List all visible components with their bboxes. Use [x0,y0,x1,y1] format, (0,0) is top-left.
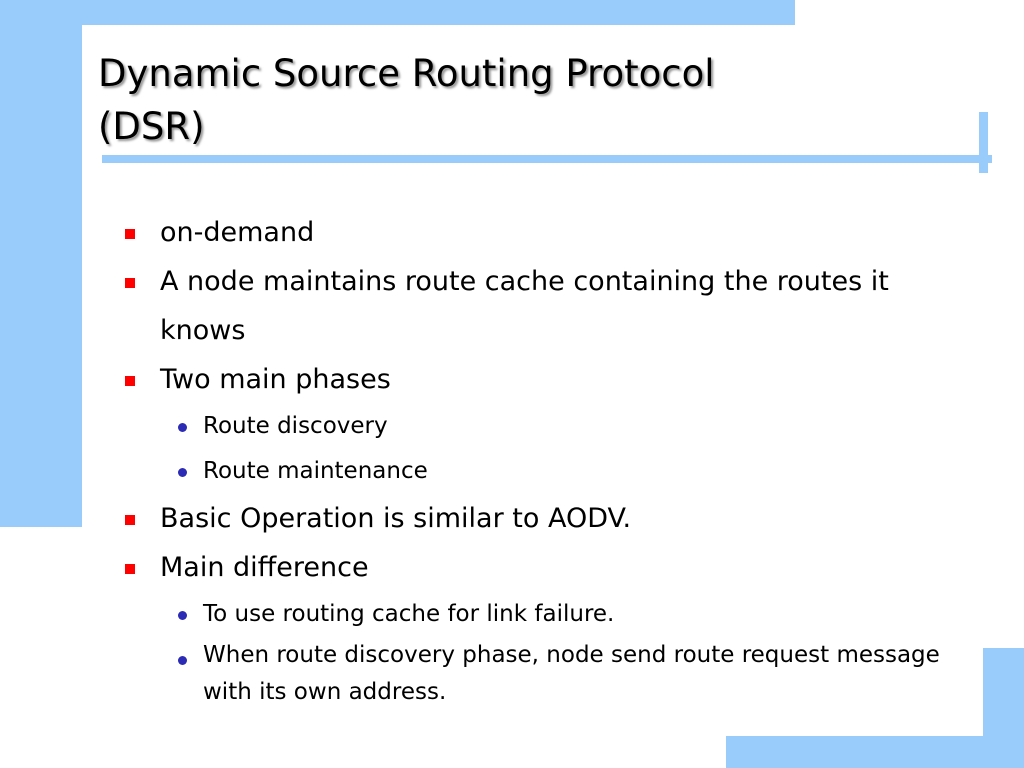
sub-bullet-item: Route discovery [104,404,974,449]
red-square-bullet-icon [125,229,135,239]
red-square-bullet-icon [125,564,135,574]
blue-disc-bullet-icon [178,423,187,432]
bullet-text: Basic Operation is similar to AODV. [160,503,632,534]
slide-body-bullet-list: on-demand A node maintains route cache c… [104,208,974,711]
sub-bullet-item: Route maintenance [104,449,974,494]
bullet-text: Route discovery [203,413,388,439]
slide-title: Dynamic Source Routing Protocol (DSR) [98,52,715,148]
decoration-left-blue-bar [0,0,82,527]
bullet-item: A node maintains route cache containing … [104,257,974,355]
title-underline-rule [102,155,992,163]
bullet-text: Route maintenance [203,458,428,484]
bullet-text: When route discovery phase, node send ro… [203,642,940,705]
title-rule-end-tick-icon [979,112,988,173]
bullet-text: Main difference [160,552,369,583]
red-square-bullet-icon [125,278,135,288]
sub-bullet-item: When route discovery phase, node send ro… [104,637,974,711]
bullet-text: To use routing cache for link failure. [203,601,615,627]
decoration-top-blue-bar [0,0,795,25]
bullet-item: Main difference [104,543,974,592]
blue-disc-bullet-icon [178,468,187,477]
bullet-item: on-demand [104,208,974,257]
sub-bullet-item: To use routing cache for link failure. [104,592,974,637]
bullet-text: Two main phases [160,364,391,395]
blue-disc-bullet-icon [178,611,187,620]
bullet-text: on-demand [160,217,315,248]
bullet-item: Basic Operation is similar to AODV. [104,494,974,543]
red-square-bullet-icon [125,515,135,525]
bullet-text: A node maintains route cache containing … [160,266,889,346]
red-square-bullet-icon [125,376,135,386]
blue-disc-bullet-icon [178,656,187,665]
bullet-item: Two main phases [104,355,974,404]
decoration-bottom-blue-bar [726,736,1024,768]
